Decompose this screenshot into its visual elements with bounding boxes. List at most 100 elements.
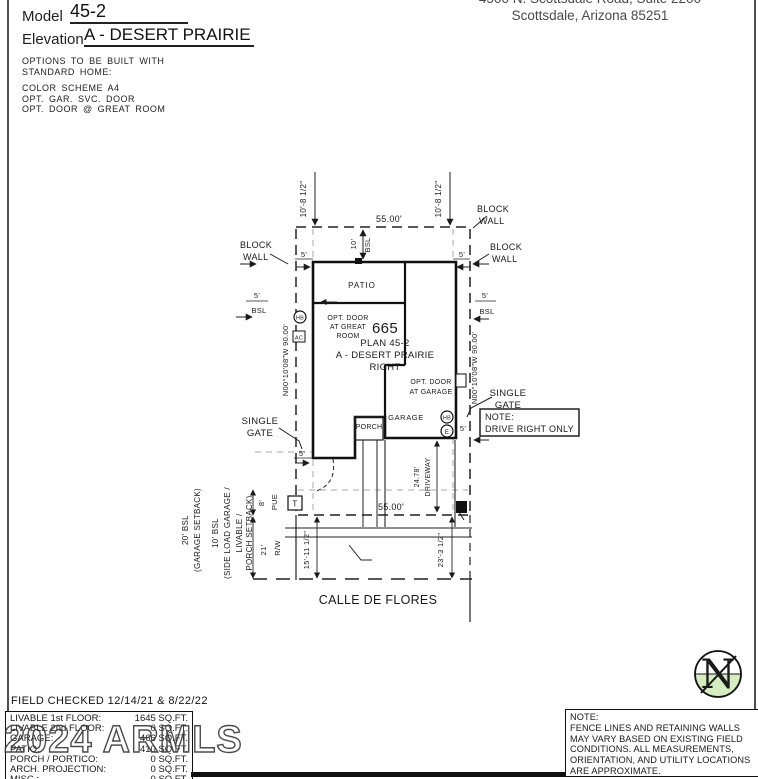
single-gate-right-1: SINGLE xyxy=(490,388,527,399)
setback-garage-2: (GARAGE SETBACK) xyxy=(193,488,202,572)
utility-symbols xyxy=(287,310,467,513)
bearing-right: N00°10'08"W 90.00' xyxy=(470,332,479,405)
block-wall-label-topright-2: WALL xyxy=(479,216,504,226)
opt-door-garage-2: AT GARAGE xyxy=(410,389,453,396)
leader-lines xyxy=(269,215,493,521)
dim-5ft-right: 5' xyxy=(482,291,488,300)
setback-side-3: LIVABLE / xyxy=(235,513,244,552)
single-gate-right-2: GATE xyxy=(495,400,521,411)
bottom-rule xyxy=(191,772,758,777)
setback-side-4: PORCH SETBACK) xyxy=(245,495,254,570)
row-value: 466 SQ.FT. xyxy=(139,733,188,745)
note-line: CONDITIONS. ALL MEASUREMENTS, xyxy=(570,744,734,755)
row-label: LIVABLE 2nd FLOOR: xyxy=(10,723,105,735)
table-row: GARAGE: 466 SQ.FT. xyxy=(6,734,192,744)
dim-bsl-left: BSL xyxy=(251,306,266,315)
opt-door-garage-1: OPT. DOOR xyxy=(410,379,451,386)
rw-label: R/W xyxy=(273,540,282,556)
row-value: 1645 SQ.FT. xyxy=(134,713,188,724)
armls-watermark: 2024 ARMLS xyxy=(3,718,243,761)
table-row: PATIO: 410 SQ.FT. xyxy=(6,743,192,755)
opt-door-great-3: ROOM xyxy=(337,333,360,340)
dim-rear-offset-left: 10'-8 1/2" xyxy=(299,181,308,218)
opt-door-great-1: OPT. DOOR xyxy=(327,315,368,322)
address-line-2: Scottsdale, Arizona 85251 xyxy=(511,7,669,23)
drive-note-2: DRIVE RIGHT ONLY xyxy=(485,424,574,434)
row-value: 0 SQ.FT. xyxy=(150,723,188,735)
dim-rear-bsl-unit: BSL xyxy=(363,237,372,252)
dim-bsl-right: BSL xyxy=(479,307,494,316)
drive-note-box xyxy=(479,408,580,437)
driveway-lines xyxy=(362,440,456,527)
driveway-length: 24.78' xyxy=(414,467,421,488)
pue-label: PUE xyxy=(270,494,279,510)
lot-boundary xyxy=(295,226,471,622)
block-wall-label-right-1: BLOCK xyxy=(490,242,522,252)
row-label: PORCH / PORTICO: xyxy=(10,753,98,765)
note-line: ARE APPROXIMATE. xyxy=(570,765,661,776)
dim-5ft-left: 5' xyxy=(254,291,260,300)
row-label: MISC.: xyxy=(10,775,39,779)
street-name: CALLE DE FLORES xyxy=(319,593,437,607)
row-value: 0 SQ.FT. xyxy=(150,753,188,765)
model-label: Model xyxy=(22,8,63,25)
drive-note-1: NOTE: xyxy=(485,412,514,422)
plan-orientation: RIGHT xyxy=(369,362,400,373)
opt-door-great-2: AT GREAT xyxy=(330,324,367,331)
dim-rear-offset-right: 10'-8 1/2" xyxy=(434,181,443,218)
pue-dim: 8' xyxy=(257,500,266,506)
row-label: GARAGE: xyxy=(10,733,54,745)
compass-north-letter: N xyxy=(700,652,735,698)
setback-garage-1: 20' BSL xyxy=(181,515,190,545)
table-row: LIVABLE 2nd FLOOR: 0 SQ.FT. xyxy=(6,723,192,735)
dim-lot-width-top: 55.00' xyxy=(376,214,402,224)
model-value: 45-2 xyxy=(70,1,188,24)
transformer: T xyxy=(292,500,297,509)
elevation-label: Elevation xyxy=(22,31,84,48)
ac-unit: AC xyxy=(295,336,303,342)
option-item: OPT. GAR. SVC. DOOR xyxy=(22,93,136,104)
table-row: LIVABLE 1st FLOOR: 1645 SQ.FT. xyxy=(6,713,192,724)
block-wall-label-left-1: BLOCK xyxy=(240,240,272,250)
note-line: ORIENTATION, AND UTILITY LOCATIONS xyxy=(570,755,751,766)
porch-outline xyxy=(354,416,384,441)
dim-5ft-gate-left: 5' xyxy=(299,449,305,458)
plan-number: PLAN 45-2 xyxy=(360,338,409,349)
note-line: FENCE LINES AND RETAINING WALLS xyxy=(570,722,741,733)
electric-meter: E xyxy=(445,430,449,436)
garage-service-door xyxy=(455,373,467,388)
row-value: 0 SQ.FT. xyxy=(151,775,188,779)
front-dim-left: 15'-11 1/2" xyxy=(302,531,311,570)
row-label: PATIO: xyxy=(10,743,40,755)
option-item: OPT. DOOR @ GREAT ROOM xyxy=(22,104,166,114)
elevation-value: A - DESERT PRAIRIE xyxy=(84,25,254,47)
rw-dim: 21' xyxy=(259,544,268,555)
setback-side-2: (SIDE LOAD GARAGE / xyxy=(223,487,232,579)
dim-5ft-gate-right: 5' xyxy=(460,424,466,433)
single-gate-left-1: SINGLE xyxy=(242,416,279,427)
options-intro-1: OPTIONS TO BE BUILT WITH xyxy=(22,56,165,66)
office-address: 4500 N. Scottsdale Road, Suite 2200 Scot… xyxy=(430,0,750,33)
front-dim-right: 23'-3 1/2" xyxy=(436,533,445,568)
square-footage-table: LIVABLE 1st FLOOR: 1645 SQ.FT. LIVABLE 2n… xyxy=(5,711,193,779)
porch-label: PORCH xyxy=(356,424,383,431)
single-gate-left-2: GATE xyxy=(247,428,273,439)
block-wall-label-topright-1: BLOCK xyxy=(477,204,509,214)
dim-lot-width-bottom: 55.00' xyxy=(378,502,404,512)
dim-5ft-topleft: 5' xyxy=(301,250,307,259)
bearing-left: N00°10'08"W 90.00' xyxy=(281,324,290,397)
house-outline xyxy=(311,258,458,460)
option-item: COLOR SCHEME A4 xyxy=(22,83,120,93)
plan-elevation: A - DESERT PRAIRIE xyxy=(336,350,435,361)
row-value: 0 SQ.FT. xyxy=(150,764,188,776)
table-row: PORCH / PORTICO: 0 SQ.FT. xyxy=(6,753,192,765)
options-intro-2: STANDARD HOME: xyxy=(22,66,112,77)
note-line: MAY VARY BASED ON EXISTING FIELD xyxy=(570,733,743,744)
row-value: 410 SQ.FT. xyxy=(139,743,188,755)
setback-side-1: 10' BSL xyxy=(211,518,220,548)
table-row: ARCH. PROJECTION:0 SQ.FT. xyxy=(6,764,192,776)
row-label: LIVABLE 1st FLOOR: xyxy=(10,713,102,724)
options-block: OPTIONS TO BE BUILT WITH STANDARD HOME: … xyxy=(22,56,165,115)
